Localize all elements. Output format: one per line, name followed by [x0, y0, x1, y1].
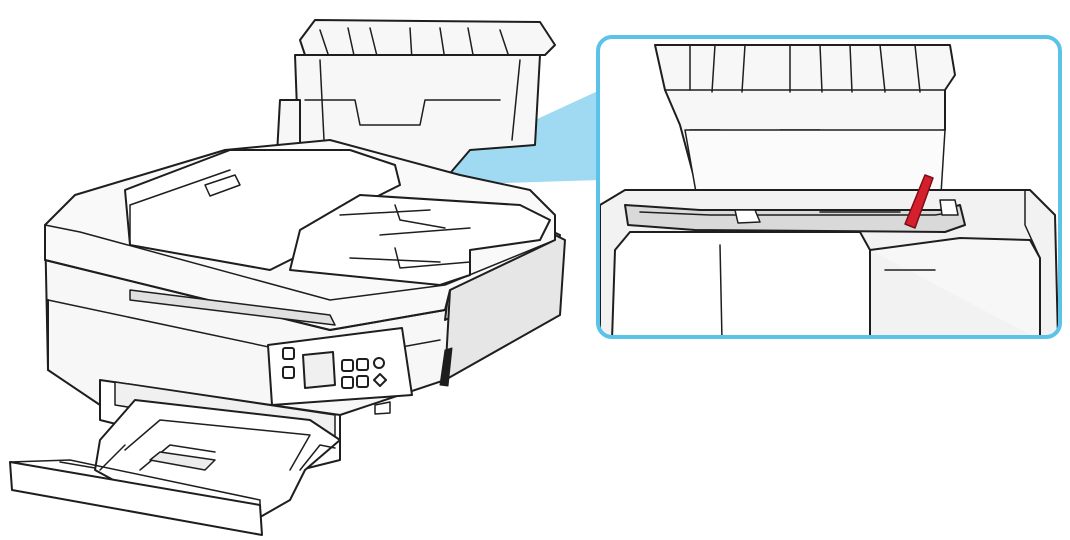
- panel-button: [341, 376, 354, 389]
- panel-button: [282, 347, 295, 360]
- panel-button: [282, 366, 295, 379]
- zoom-scanner-lid: [611, 231, 871, 337]
- callout-magnified-view: [598, 37, 1060, 337]
- adf-document-tray: [289, 194, 551, 286]
- panel-button: [356, 358, 369, 371]
- operation-panel: [267, 327, 413, 415]
- tray-front-panel: [9, 461, 263, 536]
- paper-guide-lever: [904, 174, 934, 229]
- lcd-screen: [302, 351, 336, 389]
- callout-frame: [596, 35, 1062, 339]
- front-cassette: [9, 379, 341, 536]
- panel-button: [341, 359, 354, 372]
- panel-button: [356, 375, 369, 388]
- start-button: [373, 373, 387, 387]
- panel-button: [373, 357, 385, 369]
